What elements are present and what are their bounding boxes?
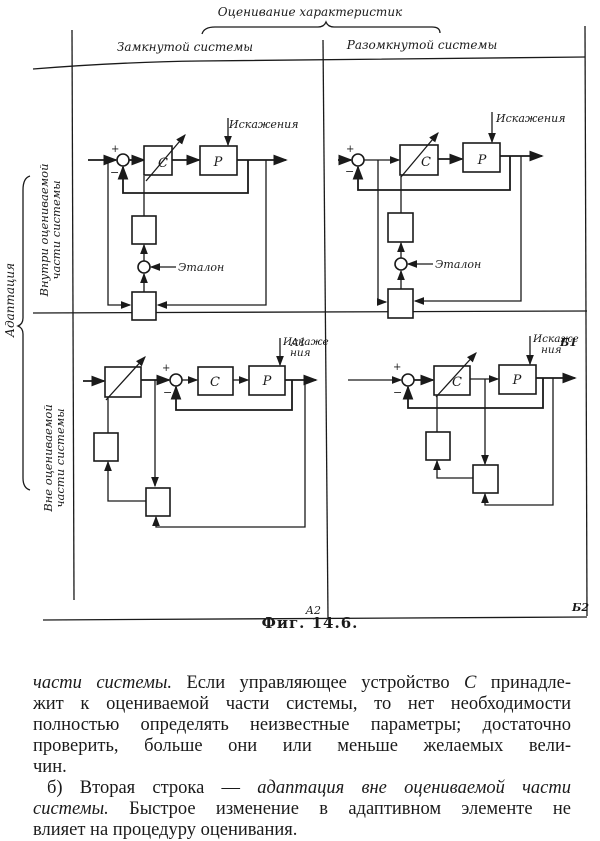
- text-italic: адаптация вне оцениваемой части: [257, 778, 571, 798]
- group-label-adaptation: Адаптация: [3, 263, 17, 338]
- column-header-open: Разомкнутой системы: [346, 38, 498, 52]
- panel-id-a2: А2: [305, 604, 321, 617]
- svg-text:−: −: [163, 386, 172, 399]
- svg-text:Искаже: Искаже: [532, 333, 579, 345]
- svg-text:Эталон: Эталон: [178, 261, 224, 274]
- panel-id-b2: Б2: [571, 601, 589, 614]
- text-line: проверить, больше они или меньше желаемы…: [33, 736, 571, 756]
- svg-text:части системы: части системы: [49, 180, 63, 279]
- svg-text:P: P: [262, 374, 272, 389]
- svg-text:Эталон: Эталон: [435, 258, 481, 271]
- text-italic: C: [464, 673, 477, 693]
- text-line: полностью определять неизвестные парамет…: [33, 715, 571, 735]
- svg-text:Внутри оцениваемой: Внутри оцениваемой: [37, 164, 51, 298]
- svg-text:Вне оцениваемой: Вне оцениваемой: [41, 404, 55, 512]
- column-header-closed: Замкнутой системы: [117, 40, 253, 54]
- diagram-b1: + − C P Искажения Эталон Б1: [338, 112, 577, 349]
- svg-text:−: −: [345, 165, 354, 178]
- panel-id-a1: А1: [290, 336, 306, 349]
- text-italic: части системы.: [33, 673, 173, 693]
- text-italic: системы.: [33, 799, 109, 819]
- text-span: Быстрое изменение в адаптивном элементе …: [108, 799, 571, 819]
- svg-text:Искажения: Искажения: [228, 118, 299, 131]
- text-span: б) Вторая строка —: [47, 778, 258, 798]
- panel-id-b1: Б1: [559, 336, 577, 349]
- body-text: части системы. Если управляющее устройст…: [33, 673, 571, 841]
- diagram-b2: + − C P Искаже ния Б2: [348, 333, 589, 614]
- svg-text:+: +: [346, 144, 354, 155]
- svg-text:+: +: [162, 363, 170, 374]
- svg-text:Искаже: Искаже: [282, 336, 329, 348]
- figure-caption: Фиг. 14.6.: [261, 614, 359, 632]
- text-span: принадле-: [476, 673, 571, 693]
- svg-text:P: P: [213, 155, 223, 170]
- figure-14-6: Оценивание характеристик Замкнутой систе…: [3, 5, 589, 621]
- svg-text:P: P: [512, 373, 522, 388]
- diagram-a2: + − C P Искаже ния А2: [83, 336, 329, 617]
- svg-text:C: C: [210, 375, 220, 390]
- svg-text:+: +: [393, 362, 401, 373]
- text-line: б) Вторая строка — адаптация вне оценива…: [33, 778, 571, 799]
- svg-text:+: +: [111, 144, 119, 155]
- svg-text:части системы: части системы: [53, 408, 67, 507]
- text-line: части системы. Если управляющее устройст…: [33, 673, 571, 694]
- table-grid: [32, 25, 588, 621]
- svg-text:P: P: [477, 153, 487, 168]
- text-line: системы. Быстрое изменение в адаптивном …: [33, 799, 571, 820]
- diagram-a1: + − C P Искажения Эталон А1: [88, 118, 306, 349]
- svg-text:C: C: [158, 156, 168, 171]
- svg-text:ния: ния: [290, 347, 311, 359]
- row-label-inside: Внутри оцениваемой части системы: [37, 164, 63, 298]
- svg-text:C: C: [452, 375, 462, 390]
- svg-text:Искажения: Искажения: [495, 112, 566, 125]
- text-line: чин.: [33, 757, 67, 777]
- group-brace: [16, 175, 31, 491]
- svg-text:C: C: [421, 155, 431, 170]
- svg-text:−: −: [393, 386, 402, 399]
- text-line: жит к оцениваемой части системы, то нет …: [33, 694, 571, 714]
- text-line: влияет на процедуру оценивания.: [33, 820, 298, 840]
- text-span: Если управляющее устройство: [172, 673, 465, 693]
- svg-text:ния: ния: [541, 344, 562, 356]
- header-brace: [201, 20, 441, 35]
- figure-header: Оценивание характеристик: [218, 5, 403, 19]
- row-label-outside: Вне оцениваемой части системы: [41, 404, 67, 512]
- svg-text:−: −: [110, 166, 119, 179]
